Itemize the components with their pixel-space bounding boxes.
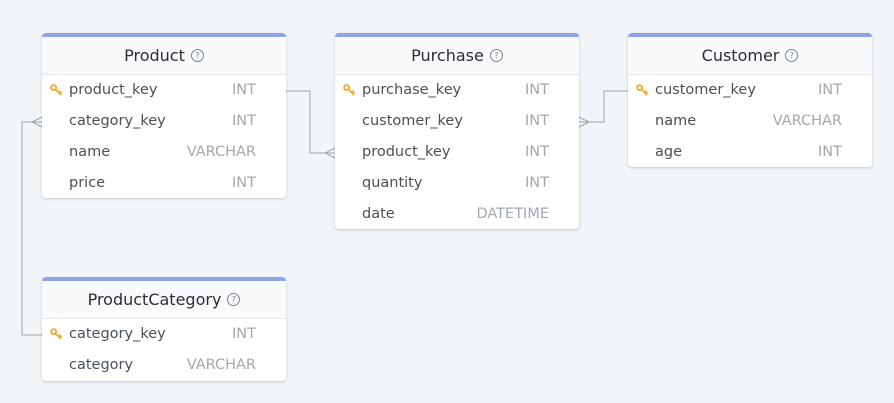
column-type: INT xyxy=(525,113,549,130)
column-name: date xyxy=(362,205,395,222)
column-type: VARCHAR xyxy=(772,113,842,130)
column-row-product-key[interactable]: product_key INT xyxy=(335,137,579,168)
column-row-category-key[interactable]: category_key INT xyxy=(42,319,286,350)
column-name: quantity xyxy=(362,174,423,191)
crowfoot-purchase-product xyxy=(323,147,336,159)
column-type: DATETIME xyxy=(476,205,549,222)
column-name: category xyxy=(69,357,134,374)
crowfoot-purchase-customer xyxy=(578,116,591,128)
connector-customer-purchase xyxy=(579,90,628,123)
column-row-price[interactable]: price INT xyxy=(42,167,286,198)
key-icon xyxy=(636,84,655,96)
column-name: age xyxy=(655,143,683,160)
column-type: INT xyxy=(232,113,256,130)
column-name: category_key xyxy=(69,113,166,130)
column-type: INT xyxy=(818,143,842,160)
column-name: customer_key xyxy=(655,82,756,99)
column-name: name xyxy=(655,113,697,130)
column-type: INT xyxy=(818,82,842,99)
column-type: INT xyxy=(232,326,256,343)
info-icon[interactable]: ? xyxy=(190,49,204,62)
info-icon[interactable]: ? xyxy=(785,49,799,62)
column-name: name xyxy=(69,143,111,160)
column-row-purchase-key[interactable]: purchase_key INT xyxy=(335,75,579,106)
info-icon[interactable]: ? xyxy=(489,49,503,62)
column-name: purchase_key xyxy=(362,82,462,99)
column-name: product_key xyxy=(69,82,158,99)
table-title: ProductCategory xyxy=(87,290,222,309)
info-icon[interactable]: ? xyxy=(227,293,241,306)
column-row-customer-key[interactable]: customer_key INT xyxy=(628,75,872,106)
table-title: Product xyxy=(124,46,185,65)
column-row-product-key[interactable]: product_key INT xyxy=(42,75,286,106)
column-row-name[interactable]: name VARCHAR xyxy=(42,137,286,168)
connector-product-purchase xyxy=(286,90,335,154)
table-header[interactable]: Product? xyxy=(42,37,286,75)
key-icon xyxy=(50,84,69,96)
table-header[interactable]: ProductCategory? xyxy=(42,281,286,319)
column-row-name[interactable]: name VARCHAR xyxy=(628,106,872,137)
table-title: Customer xyxy=(701,46,780,65)
column-row-category-key[interactable]: category_key INT xyxy=(42,106,286,137)
key-icon xyxy=(343,84,362,96)
column-row-age[interactable]: age INT xyxy=(628,137,872,168)
column-type: INT xyxy=(525,174,549,191)
connector-category-product xyxy=(21,121,42,336)
column-name: category_key xyxy=(69,326,166,343)
column-type: INT xyxy=(525,82,549,99)
column-type: VARCHAR xyxy=(186,143,256,160)
column-row-category[interactable]: category VARCHAR xyxy=(42,350,286,381)
column-type: INT xyxy=(232,82,256,99)
table-header[interactable]: Customer? xyxy=(628,37,872,75)
column-name: product_key xyxy=(362,143,451,160)
column-row-date[interactable]: date DATETIME xyxy=(335,198,579,229)
table-title: Purchase xyxy=(411,46,484,65)
key-icon xyxy=(50,328,69,340)
column-type: INT xyxy=(232,174,256,191)
crowfoot-product-category xyxy=(30,116,43,128)
column-type: VARCHAR xyxy=(186,357,256,374)
column-type: INT xyxy=(525,143,549,160)
column-row-quantity[interactable]: quantity INT xyxy=(335,167,579,198)
column-row-customer-key[interactable]: customer_key INT xyxy=(335,106,579,137)
table-productcategory[interactable]: ProductCategory? category_key INT category V… xyxy=(42,277,286,381)
column-name: customer_key xyxy=(362,113,463,130)
column-name: price xyxy=(69,174,106,191)
table-header[interactable]: Purchase? xyxy=(335,37,579,75)
